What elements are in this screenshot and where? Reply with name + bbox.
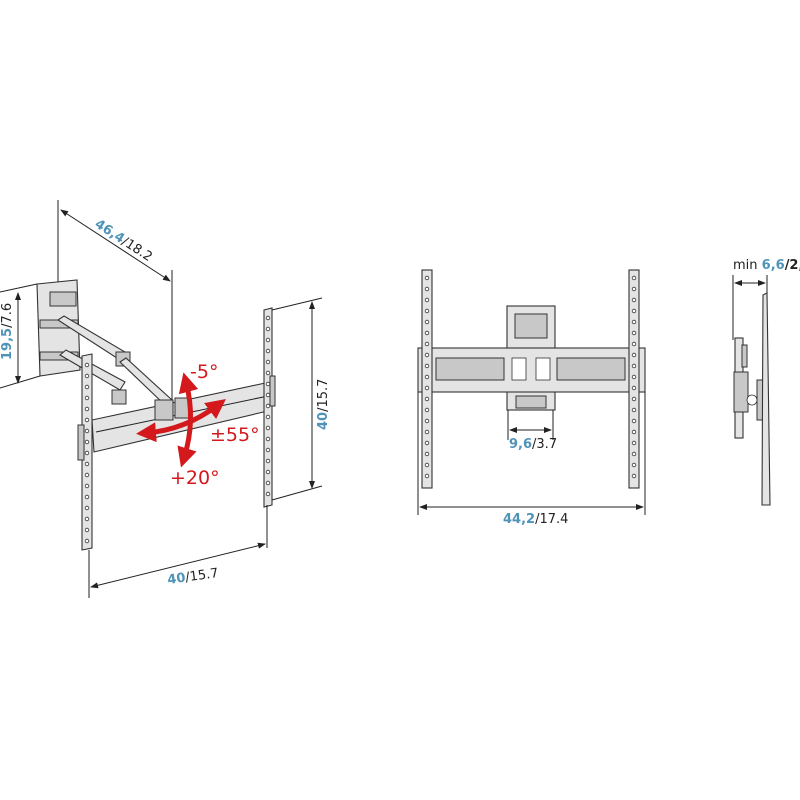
mounting-hole: [265, 480, 271, 486]
mounting-hole: [424, 396, 430, 402]
mounting-hole: [265, 414, 271, 420]
swivel-label: ±55°: [210, 424, 260, 446]
mounting-hole: [424, 286, 430, 292]
mounting-hole: [631, 451, 637, 457]
mounting-hole: [84, 439, 90, 445]
mounting-hole: [265, 370, 271, 376]
side-view: min 6,6/2,6: [732, 258, 800, 506]
mounting-hole: [84, 483, 90, 489]
mounting-hole: [265, 326, 271, 332]
mounting-hole: [265, 469, 271, 475]
mounting-hole: [631, 286, 637, 292]
arm-extension-label: 46,4/18.2: [92, 217, 155, 265]
horizontal-spacing-label: 40/15.7: [166, 566, 219, 588]
mounting-hole: [631, 374, 637, 380]
mounting-hole: [631, 319, 637, 325]
mounting-hole: [265, 436, 271, 442]
mounting-hole: [84, 428, 90, 434]
mounting-hole: [265, 381, 271, 387]
mounting-hole: [84, 505, 90, 511]
mounting-hole: [84, 417, 90, 423]
mounting-hole: [424, 363, 430, 369]
mounting-hole: [631, 473, 637, 479]
mounting-hole: [424, 418, 430, 424]
total-width-label: 44,2/17.4: [503, 512, 568, 527]
mounting-hole: [265, 425, 271, 431]
mounting-hole: [84, 450, 90, 456]
front-view: 9,6/3.7 44,2/17.4: [417, 269, 646, 527]
mounting-hole: [265, 458, 271, 464]
mounting-hole: [84, 472, 90, 478]
mounting-hole: [631, 407, 637, 413]
mounting-hole: [84, 406, 90, 412]
mounting-hole: [265, 315, 271, 321]
mounting-hole: [631, 352, 637, 358]
mounting-hole: [424, 319, 430, 325]
mounting-hole: [631, 341, 637, 347]
tilt-up-label: -5°: [190, 361, 218, 383]
mounting-hole: [424, 275, 430, 281]
mounting-hole: [631, 440, 637, 446]
mounting-hole: [424, 429, 430, 435]
mounting-hole: [424, 341, 430, 347]
mounting-hole: [265, 337, 271, 343]
mounting-hole: [424, 385, 430, 391]
perspective-view: 46,4/18.2 19,5/7.6 40/15.7 40/15.7 -5° +…: [0, 200, 331, 598]
mounting-hole: [84, 516, 90, 522]
mounting-hole: [265, 403, 271, 409]
mounting-hole: [424, 297, 430, 303]
mounting-hole: [84, 395, 90, 401]
tilt-down-label: +20°: [170, 467, 220, 489]
wall-plate-width-label: 9,6/3.7: [509, 437, 557, 452]
mounting-hole: [84, 461, 90, 467]
mounting-hole: [631, 363, 637, 369]
mounting-hole: [631, 396, 637, 402]
mounting-hole: [424, 473, 430, 479]
mounting-hole: [424, 407, 430, 413]
mounting-hole: [424, 451, 430, 457]
mounting-hole: [424, 462, 430, 468]
swivel-arrow: [136, 398, 226, 443]
vertical-spacing-label: 40/15.7: [316, 379, 331, 430]
mounting-hole: [631, 330, 637, 336]
mounting-hole: [631, 308, 637, 314]
mounting-hole: [631, 418, 637, 424]
mounting-hole: [424, 330, 430, 336]
mounting-hole: [84, 373, 90, 379]
mounting-hole: [424, 308, 430, 314]
mounting-hole: [84, 362, 90, 368]
arm-forearm: [119, 357, 173, 407]
mounting-hole: [265, 447, 271, 453]
mounting-hole: [84, 494, 90, 500]
side-tv-profile: [761, 292, 771, 506]
min-depth-label: min 6,6/2,6: [733, 258, 800, 273]
mounting-hole: [631, 385, 637, 391]
wall-plate-height-label: 19,5/7.6: [0, 303, 15, 360]
mounting-hole: [84, 538, 90, 544]
mounting-hole: [424, 440, 430, 446]
mounting-hole: [265, 491, 271, 497]
mounting-hole: [424, 352, 430, 358]
mounting-hole: [265, 348, 271, 354]
mounting-hole: [631, 462, 637, 468]
mounting-hole: [265, 392, 271, 398]
mounting-hole: [265, 359, 271, 365]
mounting-hole: [424, 374, 430, 380]
mounting-hole: [84, 527, 90, 533]
mounting-hole: [84, 384, 90, 390]
mounting-hole: [631, 275, 637, 281]
mounting-hole: [631, 297, 637, 303]
mounting-hole: [631, 429, 637, 435]
